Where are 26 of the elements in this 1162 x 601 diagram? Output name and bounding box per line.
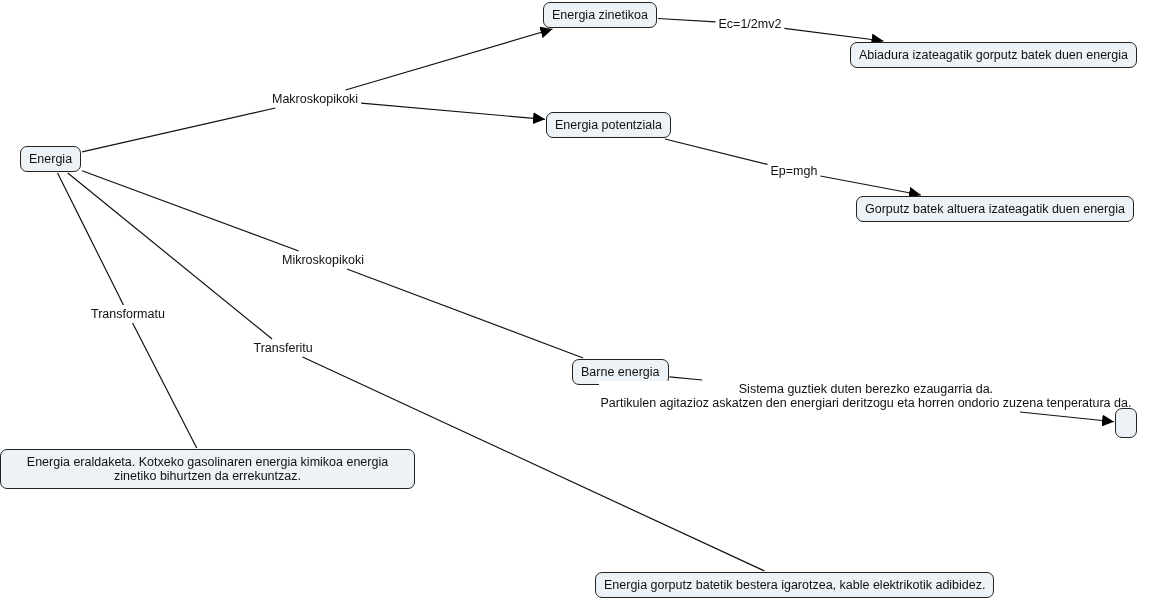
text-line: Sistema guztiek duten berezko ezaugarria da.: [737, 382, 995, 396]
arrow: [1019, 411, 1115, 427]
concept-box: Energia eraldaketa. Kotxeko gasolinaren energia kimikoa energia zinetiko bihurtzen da errekuntzaz.: [0, 449, 415, 489]
concept-box: Energia: [20, 146, 82, 172]
connector-line: [81, 170, 300, 252]
connector-line: [657, 17, 717, 23]
concept-box: Abiadura izateagatik gorputz batek duen energia: [850, 42, 1137, 68]
concept-box: Gorputz batek altuera izateagatik duen energia: [856, 196, 1134, 222]
connector-line: [67, 172, 273, 340]
concept-box: Energia zinetikoa: [543, 2, 657, 28]
arrow: [345, 26, 554, 91]
connector-line: [346, 268, 584, 359]
concept-box: Energia potentziala: [546, 112, 672, 138]
connector-line: [131, 322, 198, 449]
connector-line: [81, 107, 276, 153]
connector-line: [56, 172, 125, 306]
linking-phrase: Mikroskopikoki: [280, 252, 366, 268]
connector-line: [301, 356, 766, 572]
connector-line: [664, 138, 769, 166]
empty-box: [1115, 408, 1137, 438]
text-line: Partikulen agitazioz askatzen den energiari deritzogu eta horren ondorio zuzena tenperatura da.: [600, 396, 1132, 410]
connector-line: [668, 376, 703, 381]
linking-phrase: Makroskopikoki: [270, 91, 361, 107]
arrow: [360, 102, 546, 125]
concept-box: Energia gorputz batetik bestera igarotzea, kable elektrikotik adibidez.: [595, 572, 995, 598]
linking-phrase: Ep=mgh: [768, 163, 820, 179]
